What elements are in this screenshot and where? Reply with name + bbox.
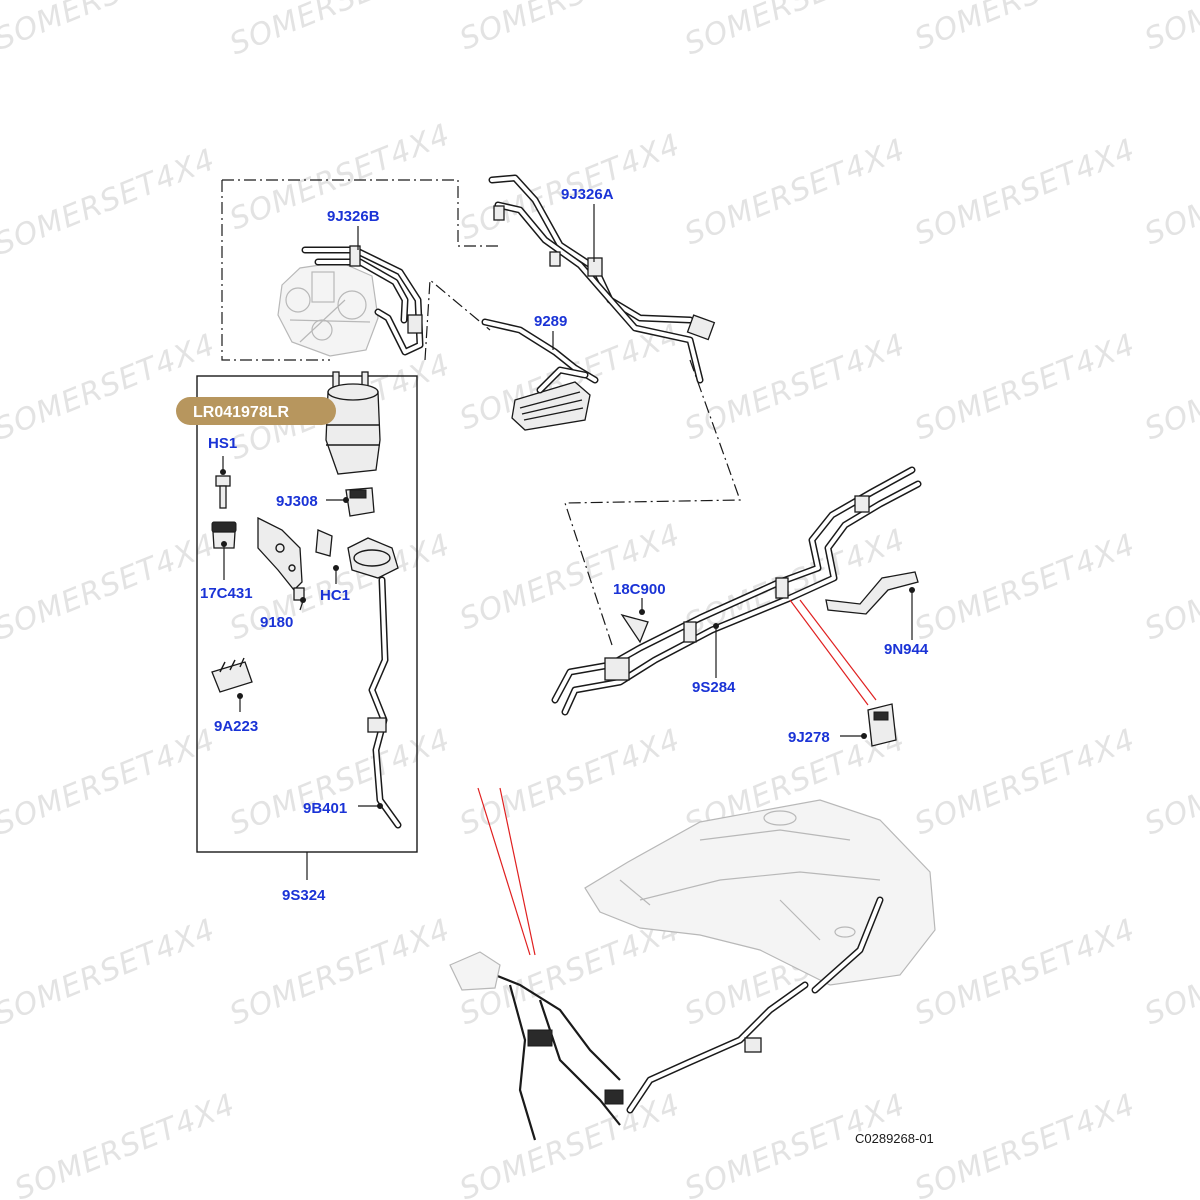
part-number: LR041978LR bbox=[193, 404, 289, 421]
watermark: SOMERSET4X4 bbox=[455, 1087, 685, 1200]
callout-9B401[interactable]: 9B401 bbox=[303, 800, 347, 817]
part-18C900 bbox=[620, 598, 649, 644]
diagram-reference: C0289268-01 bbox=[855, 1131, 934, 1146]
watermark: SOMERSET4X4 bbox=[910, 722, 1140, 842]
dashdot-connectors bbox=[221, 179, 741, 646]
part-9J278 bbox=[789, 599, 897, 747]
fuel-filter bbox=[325, 371, 381, 475]
callout-labels: 9J326B 9J326A 9289 HS1 9J308 17C431 HC1 … bbox=[200, 186, 929, 904]
watermark: SOMERSET4X4 bbox=[1140, 0, 1200, 57]
pipe-9J326B bbox=[301, 245, 424, 356]
callout-HC1[interactable]: HC1 bbox=[320, 587, 350, 604]
badge-shape bbox=[176, 397, 336, 425]
watermark: SOMERSET4X4 bbox=[10, 1087, 240, 1200]
callout-9S284[interactable]: 9S284 bbox=[692, 679, 736, 696]
part-9B401-line bbox=[347, 537, 402, 829]
watermark: SOMERSET4X4 bbox=[910, 132, 1140, 252]
callout-9A223[interactable]: 9A223 bbox=[214, 718, 258, 735]
watermark: SOMERSET4X4 bbox=[910, 912, 1140, 1032]
pipe-9J326A bbox=[488, 174, 716, 384]
watermark: SOMERSET4X4 bbox=[0, 327, 220, 447]
part-9N944 bbox=[825, 571, 919, 640]
watermark: SOMERSET4X4 bbox=[455, 0, 685, 57]
watermark: SOMERSET4X4 bbox=[1140, 327, 1200, 447]
watermark: SOMERSET4X4 bbox=[1140, 912, 1200, 1032]
callout-9J308[interactable]: 9J308 bbox=[276, 493, 318, 510]
harness-assembly bbox=[449, 787, 884, 1141]
watermark: SOMERSET4X4 bbox=[455, 517, 685, 637]
watermark: SOMERSET4X4 bbox=[910, 0, 1140, 57]
watermark: SOMERSET4X4 bbox=[910, 327, 1140, 447]
callout-9J326B[interactable]: 9J326B bbox=[327, 208, 380, 225]
part-9180-bracket bbox=[257, 516, 306, 611]
part-HS1 bbox=[215, 456, 231, 509]
watermark: SOMERSET4X4 bbox=[0, 527, 220, 647]
watermark: SOMERSET4X4 bbox=[225, 722, 455, 842]
watermark: SOMERSET4X4 bbox=[1140, 527, 1200, 647]
watermark: SOMERSET4X4 bbox=[1140, 132, 1200, 252]
group-box-9S324 bbox=[196, 375, 418, 880]
callout-17C431[interactable]: 17C431 bbox=[200, 585, 253, 602]
part-17C431 bbox=[211, 521, 237, 580]
watermark: SOMERSET4X4 bbox=[0, 912, 220, 1032]
fuel-pump-assembly bbox=[277, 261, 379, 357]
part-HC1 bbox=[315, 529, 339, 584]
watermark: SOMERSET4X4 bbox=[0, 0, 220, 57]
part-9J308 bbox=[326, 487, 375, 517]
callout-9N944[interactable]: 9N944 bbox=[884, 641, 929, 658]
part-number-badge[interactable]: LR041978LR bbox=[176, 397, 336, 425]
callout-HS1[interactable]: HS1 bbox=[208, 435, 237, 452]
callout-18C900[interactable]: 18C900 bbox=[613, 581, 666, 598]
watermark: SOMERSET4X4 bbox=[910, 527, 1140, 647]
watermark: SOMERSET4X4 bbox=[0, 142, 220, 262]
pipe-9S284 bbox=[551, 466, 922, 716]
watermark: SOMERSET4X4 bbox=[0, 722, 220, 842]
watermark: SOMERSET4X4 bbox=[680, 0, 910, 62]
callout-9289[interactable]: 9289 bbox=[534, 313, 567, 330]
watermark: SOMERSET4X4 bbox=[225, 912, 455, 1032]
callout-9J278[interactable]: 9J278 bbox=[788, 729, 830, 746]
callout-9S324[interactable]: 9S324 bbox=[282, 887, 326, 904]
watermark: SOMERSET4X4 bbox=[680, 132, 910, 252]
watermark: SOMERSET4X4 bbox=[1140, 722, 1200, 842]
fuel-tank-ghost bbox=[584, 799, 936, 986]
watermark: SOMERSET4X4 bbox=[225, 0, 455, 62]
part-9A223 bbox=[211, 657, 253, 712]
cooler-9289 bbox=[481, 318, 599, 431]
watermark: SOMERSET4X4 bbox=[910, 1087, 1140, 1200]
callout-9J326A[interactable]: 9J326A bbox=[561, 186, 614, 203]
callout-9180[interactable]: 9180 bbox=[260, 614, 293, 631]
